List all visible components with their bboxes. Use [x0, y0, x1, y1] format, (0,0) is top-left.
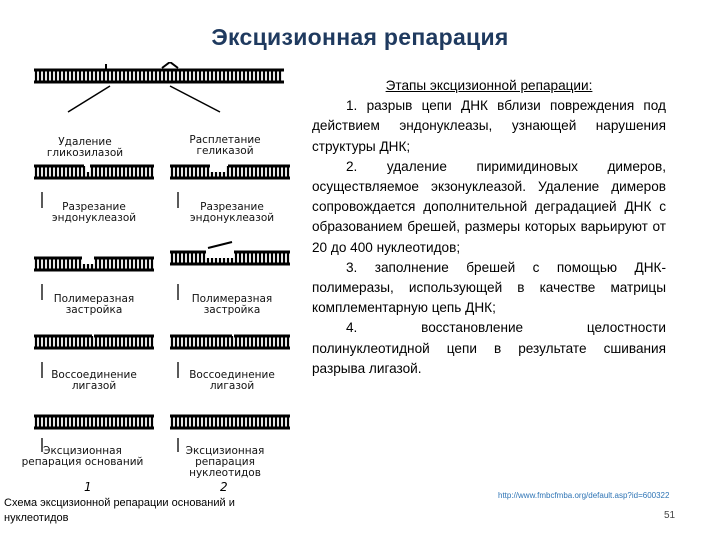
branch-arrow-left	[67, 85, 111, 113]
dna-base-removed	[34, 164, 154, 180]
repair-diagram: Удаление гликозилазой Расплетание гелика…	[20, 62, 310, 502]
source-link[interactable]: http://www.fmbcfmba.org/default.asp?id=6…	[498, 491, 670, 500]
label-ligase-join-left: Воссоединение лигазой	[51, 369, 137, 392]
slide-title: Эксцизионная репарация	[211, 24, 509, 50]
dna-schematic	[34, 62, 290, 452]
dna-repaired-left	[34, 414, 154, 430]
label-glycosylase-removal: Удаление гликозилазой	[46, 136, 124, 159]
label-nucleotide-excision-repair: Эксцизионная репарация нуклеотидов	[185, 445, 265, 479]
page-number: 51	[664, 510, 676, 521]
label-base-excision-repair: Эксцизионная репарация оснований	[21, 445, 144, 468]
dna-filled-left	[34, 334, 154, 350]
dna-cut-left	[34, 256, 154, 272]
step-2: 2. удаление пиримидиновых димеров, осуще…	[312, 158, 666, 255]
step-3: 3. заполнение брешей с помощью ДНК-полим…	[312, 259, 666, 316]
steps-heading: Этапы эксцизионной репарации:	[385, 78, 593, 93]
lesion-marker-right	[161, 62, 171, 69]
label-polymerase-fill-right: Полимеразная застройка	[191, 293, 273, 316]
label-helicase-unwinding: Расплетание геликазой	[189, 134, 261, 157]
dna-repaired-right	[170, 414, 290, 430]
label-endonuclease-cut-left: Разрезание эндонуклеазой	[51, 201, 137, 224]
excised-fragment	[207, 241, 233, 249]
label-polymerase-fill-left: Полимеразная застройка	[53, 293, 135, 316]
label-ligase-join-right: Воссоединение лигазой	[189, 369, 275, 392]
branch-arrow-right	[169, 85, 221, 113]
step-1: 1. разрыв цепи ДНК вблизи повреждения по…	[312, 98, 666, 154]
dna-cut-right	[170, 250, 290, 266]
diagram-caption: Схема эксцизионной репарации оснований и…	[4, 497, 235, 524]
step-4: 4. восстановление целостности полинуклео…	[312, 320, 666, 376]
dna-unwound	[170, 164, 290, 180]
label-endonuclease-cut-right: Разрезание эндонуклеазой	[189, 201, 275, 224]
pathway-number-2: 2	[220, 480, 228, 494]
repair-steps-text: Этапы эксцизионной репарации: 1. разрыв …	[312, 76, 666, 379]
dna-damaged-duplex	[34, 68, 284, 84]
dna-filled-right	[170, 334, 290, 350]
pathway-number-1: 1	[84, 480, 92, 494]
